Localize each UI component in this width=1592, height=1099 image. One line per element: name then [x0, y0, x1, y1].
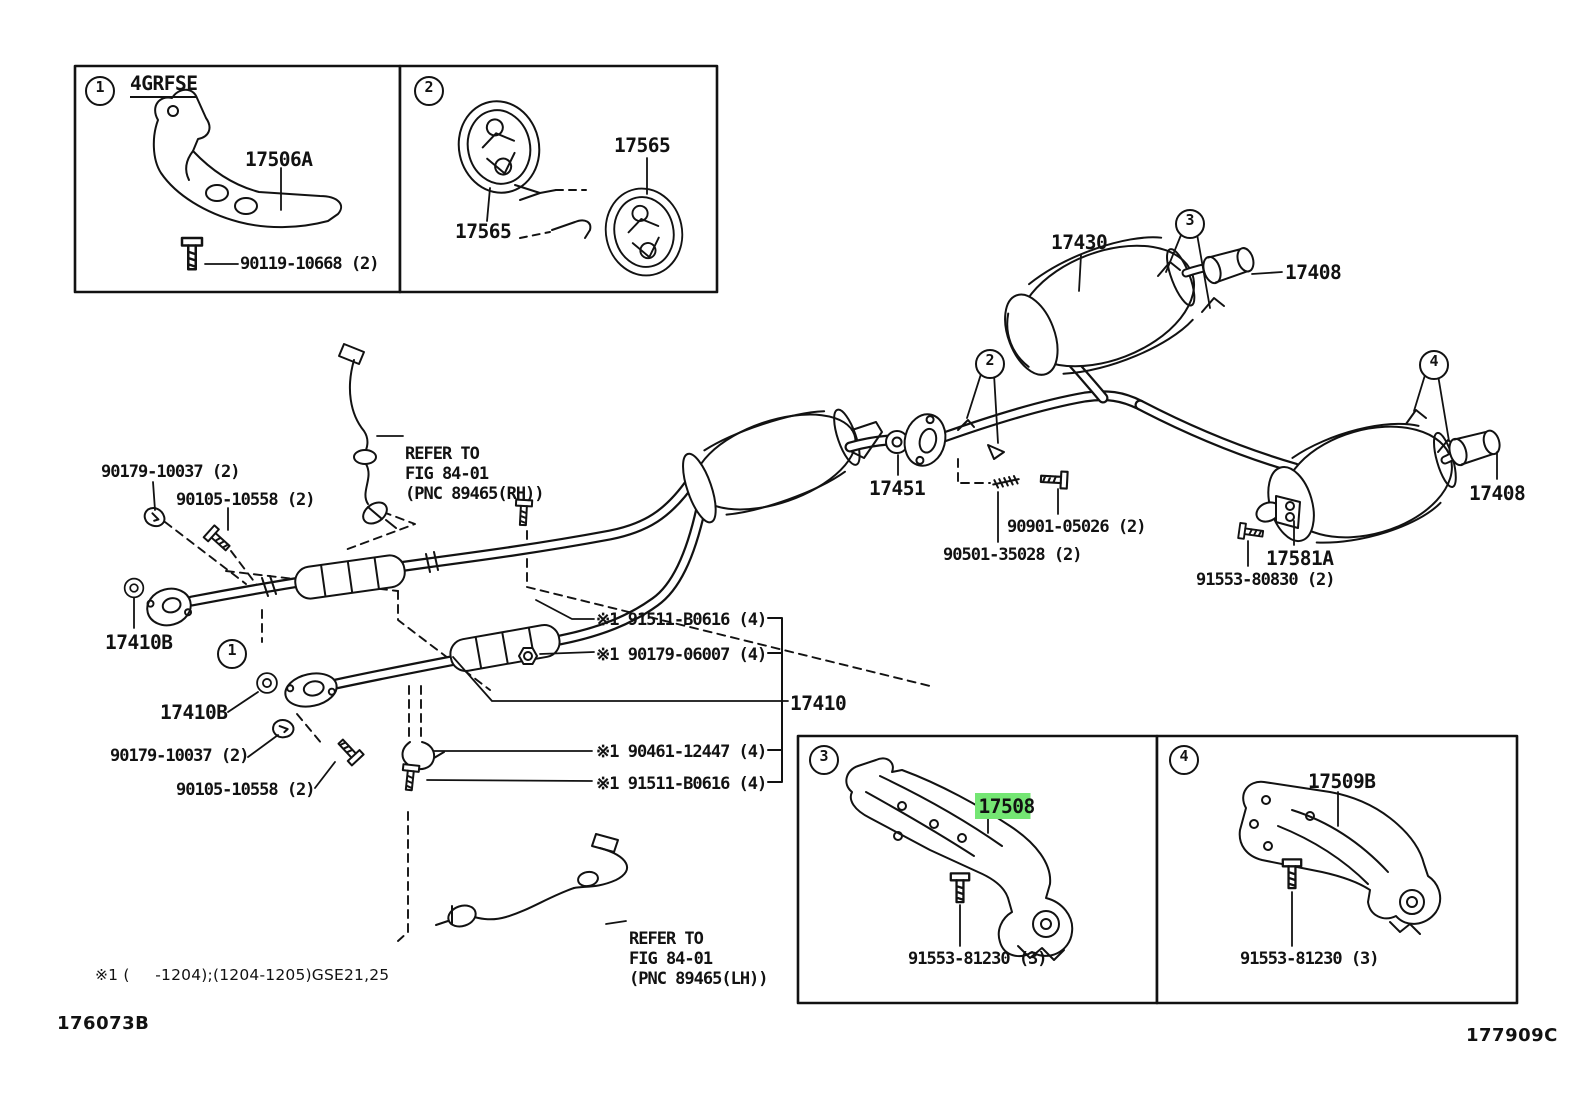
part-label-17508-highlighted[interactable]: 17508 — [956, 772, 1038, 819]
callout-3-main: 3 — [1175, 209, 1205, 239]
part-label-90901-05026[interactable]: 90901-05026 (2) — [1007, 517, 1147, 537]
part-label-17408-right[interactable]: 17408 — [1469, 482, 1526, 505]
footnote-applicability: ※1 ( -1204);(1204-1205)GSE21,25 — [95, 966, 390, 984]
callout-2-box2: 2 — [414, 76, 444, 106]
callout-4-main: 4 — [1419, 350, 1449, 380]
center-resonator-art — [682, 408, 909, 524]
part-label-17565-left[interactable]: 17565 — [455, 220, 512, 243]
callout-4-box4: 4 — [1169, 745, 1199, 775]
engine-code-label: 4GRFSE — [130, 72, 198, 98]
part-label-17410[interactable]: 17410 — [790, 692, 847, 715]
part-label-17506a[interactable]: 17506A — [245, 148, 313, 171]
part-label-90119-10668[interactable]: 90119-10668 (2) — [240, 254, 380, 274]
part-label-91553-81230-box4[interactable]: 91553-81230 (3) — [1240, 949, 1380, 969]
leader-lines — [133, 233, 1498, 925]
part-label-91553-80830[interactable]: 91553-80830 (2) — [1196, 570, 1336, 590]
callout-1-box1: 1 — [85, 76, 115, 106]
callout-1-main: 1 — [217, 639, 247, 669]
part-label-90501-35028[interactable]: 90501-35028 (2) — [943, 545, 1083, 565]
part-label-90179-10037-upper[interactable]: 90179-10037 (2) — [101, 462, 241, 482]
part-label-17410b-lower[interactable]: 17410B — [160, 701, 228, 724]
tailpipe-bracket-17508-art — [845, 757, 1074, 961]
exhaust-hanger-17565-art — [449, 92, 692, 284]
part-label-91511-b0616-lower[interactable]: ※1 91511-B0616 (4) — [596, 774, 767, 794]
part-label-17565-right[interactable]: 17565 — [614, 134, 671, 157]
part-label-91553-81230-box3[interactable]: 91553-81230 (3) — [908, 949, 1048, 969]
tailpipe-bracket-17509b-art — [1238, 780, 1442, 947]
oxygen-sensor-lh-art — [435, 833, 628, 928]
part-label-90461-12447[interactable]: ※1 90461-12447 (4) — [596, 742, 767, 762]
hanger-bracket-17581a-art — [1237, 495, 1301, 543]
main-fasteners-art — [142, 498, 538, 792]
part-label-90105-10558-lower[interactable]: 90105-10558 (2) — [176, 780, 316, 800]
figure-code-right: 177909C — [1466, 1025, 1558, 1046]
part-label-17408-top[interactable]: 17408 — [1285, 261, 1342, 284]
part-label-17451[interactable]: 17451 — [869, 477, 926, 500]
part-label-90179-10037-lower[interactable]: 90179-10037 (2) — [110, 746, 250, 766]
rear-tailpipe-art — [903, 236, 1504, 544]
callout-2-main: 2 — [975, 349, 1005, 379]
part-label-17581a[interactable]: 17581A — [1266, 547, 1334, 570]
part-label-17509b[interactable]: 17509B — [1308, 770, 1376, 793]
support-bracket-17506a-art — [152, 88, 343, 271]
part-label-17410b-upper[interactable]: 17410B — [105, 631, 173, 654]
part-label-90105-10558-upper[interactable]: 90105-10558 (2) — [176, 490, 316, 510]
figure-code-left: 176073B — [57, 1013, 150, 1034]
callout-3-box3: 3 — [809, 745, 839, 775]
part-label-91511-b0616-upper[interactable]: ※1 91511-B0616 (4) — [596, 610, 767, 630]
front-exhaust-pipe-17410-art — [123, 474, 707, 708]
oxygen-sensor-rh-art — [338, 343, 397, 529]
part-label-17430[interactable]: 17430 — [1051, 231, 1108, 254]
part-label-90179-06007[interactable]: ※1 90179-06007 (4) — [596, 645, 767, 665]
